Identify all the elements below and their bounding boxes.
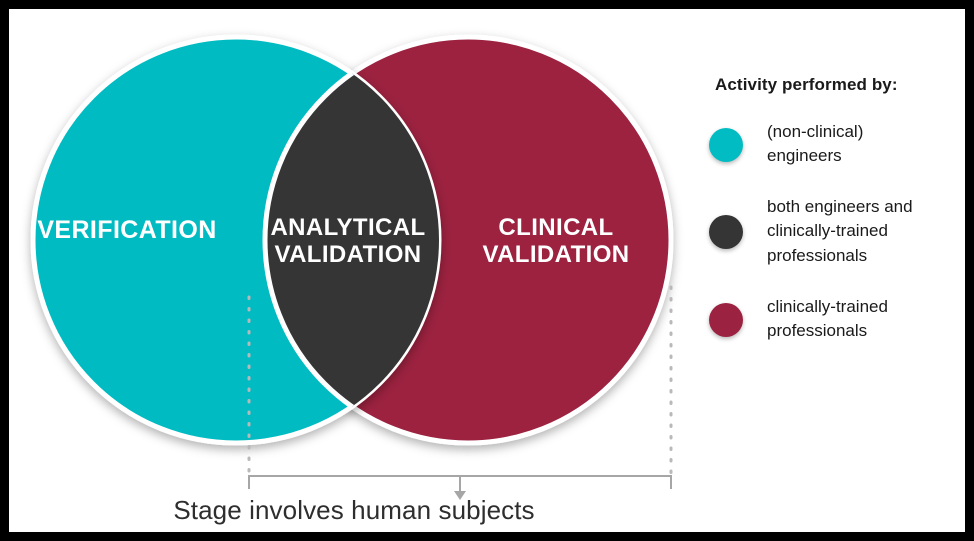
legend-title: Activity performed by: <box>715 75 898 94</box>
legend-label-engineers: (non-clinical) engineers <box>767 122 864 166</box>
legend-dot-maroon-icon <box>709 302 743 337</box>
legend-item-clinical: clinically-trained professionals <box>709 294 959 343</box>
legend-dot-teal-icon <box>709 128 743 162</box>
legend-label-clinical: clinically-trained professionals <box>767 296 888 340</box>
venn-lens-analytical-validation <box>262 37 439 443</box>
venn-diagram <box>30 34 674 477</box>
annotation-caption: Stage involves human subjects <box>173 495 535 525</box>
legend: Activity performed by: (non-clinical) en… <box>709 75 959 369</box>
annotation-bracket <box>248 475 672 500</box>
legend-label-both: both engineers and clinically-trained pr… <box>767 197 913 265</box>
legend-swatch-wrap-engineers <box>709 128 743 162</box>
legend-item-both: both engineers and clinically-trained pr… <box>709 194 959 267</box>
figure-canvas: VERIFICATION ANALYTICAL VALIDATION CLINI… <box>9 9 965 532</box>
arrow-head-icon <box>454 491 466 500</box>
legend-swatch-wrap-both <box>709 215 743 250</box>
legend-dot-dark-icon <box>709 215 743 250</box>
legend-item-engineers: (non-clinical) engineers <box>709 119 959 168</box>
legend-swatch-wrap-clinical <box>709 302 743 337</box>
